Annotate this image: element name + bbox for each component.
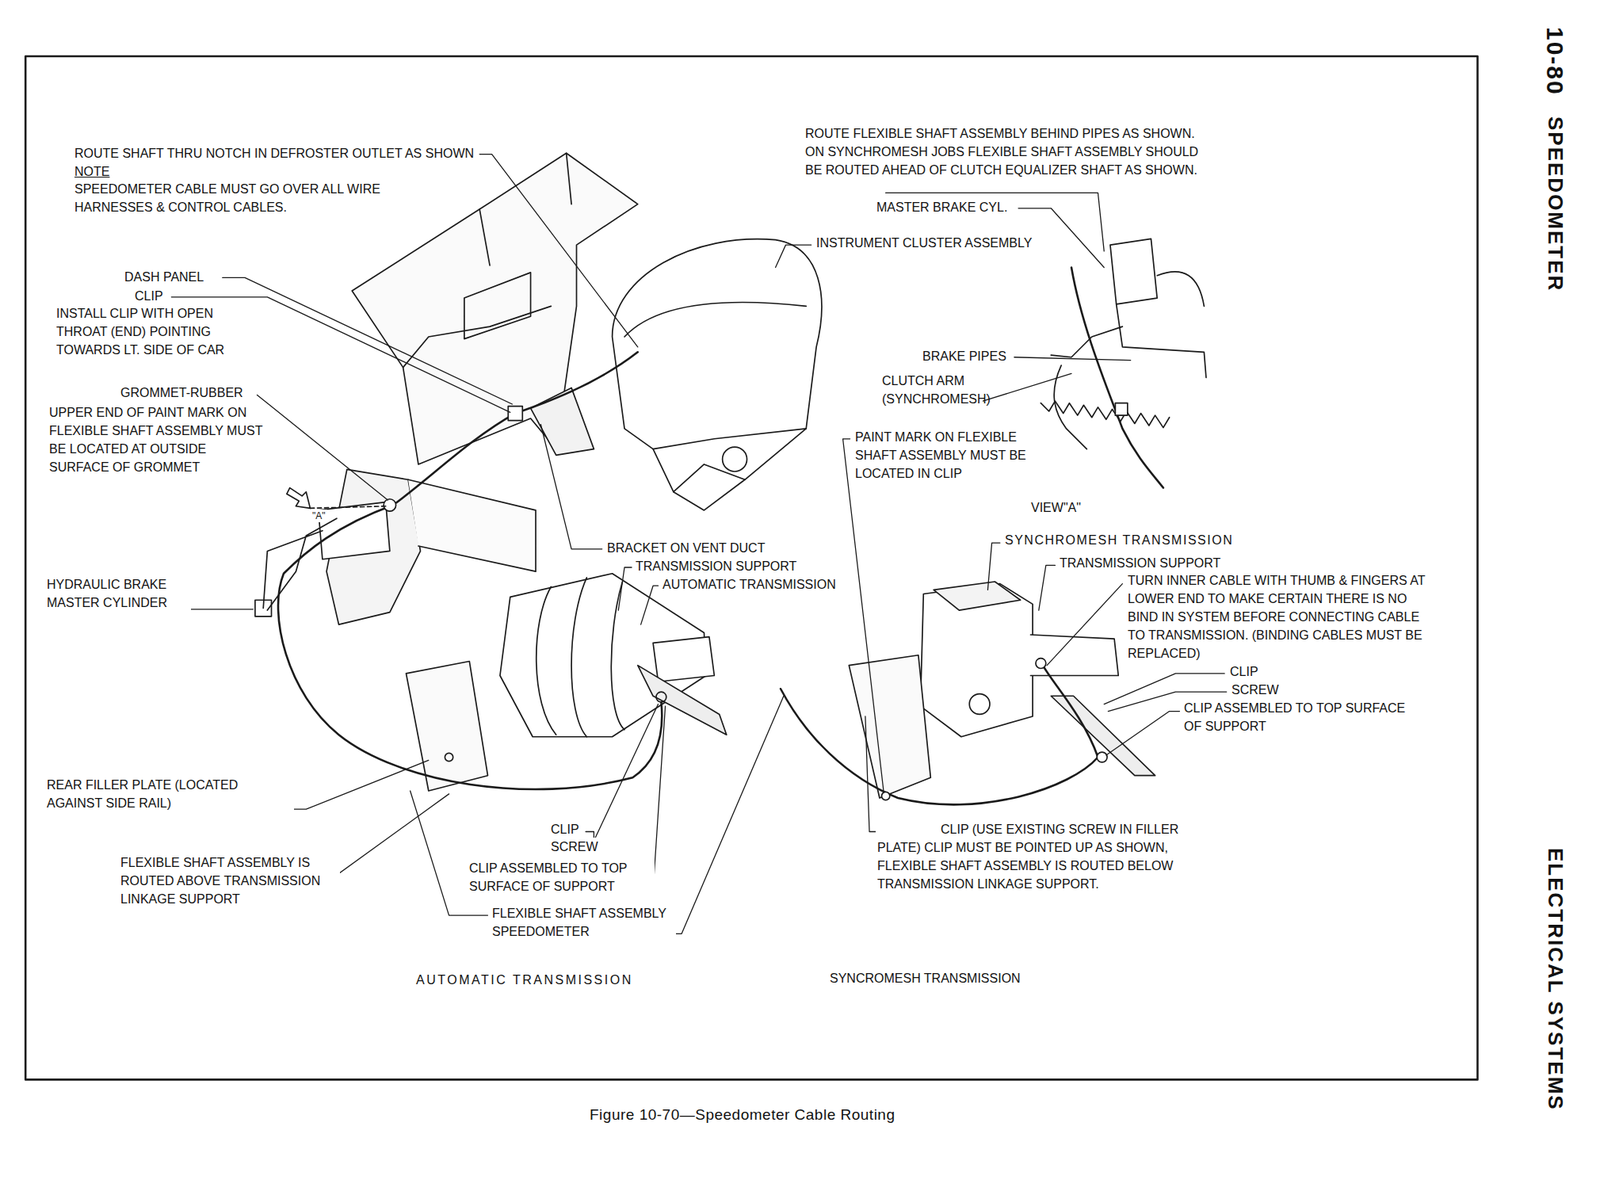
speedometer-cable [780,665,1098,806]
figure-caption: Figure 10-70—Speedometer Cable Routing [589,1105,896,1125]
part-label: BRAKE PIPES [920,347,1009,366]
vent-duct [530,387,595,455]
leader-line [479,154,638,348]
part-label: DASH PANEL [122,267,206,287]
leader-line [410,790,489,916]
filler-clip [882,791,890,800]
view-arrow [286,488,311,509]
dash-clip [507,406,523,421]
install-note: INSTALL CLIP WITH OPEN THROAT (END) POIN… [54,304,245,359]
note-heading: NOTE [72,162,111,181]
leader-line [1106,711,1180,756]
view-title: VIEW"A" [1029,498,1083,517]
page-frame [25,56,1478,1080]
install-note: UPPER END OF PAINT MARK ON FLEXIBLE SHAF… [47,403,265,477]
equalizer-spring [1040,400,1169,428]
leader-line [1014,357,1131,361]
install-note: CLIP (USE EXISTING SCREW IN FILLER PLATE… [875,820,1212,894]
leader-line [618,567,632,611]
master-brake-cylinder [1110,238,1158,304]
leader-line [673,695,784,934]
shift-cover [933,581,1020,611]
part-label: TRANSMISSION SUPPORT [633,557,799,576]
part-label: HYDRAULIC BRAKE MASTER CYLINDER [45,575,191,612]
leader-line [1046,584,1123,666]
part-label: REAR FILLER PLATE (LOCATED AGAINST SIDE … [45,775,295,813]
part-label: BRACKET ON VENT DUCT [605,538,767,558]
rear-filler-plate [405,660,488,791]
transmission-tail [652,637,715,683]
leader-line [256,394,388,501]
leader-line [185,608,253,610]
linkage-support [1050,695,1155,776]
install-note: CLIP ASSEMBLED TO TOP SURFACE OF SUPPORT [1182,698,1428,736]
leader-line [865,716,937,833]
brake-fitting [255,599,272,617]
shift-lever [969,694,990,715]
leader-line [987,542,1000,590]
routing-note: SPEEDOMETER CABLE MUST GO OVER ALL WIRE … [72,179,394,217]
section-header: SPEEDOMETER [1543,114,1568,294]
part-label: CLIP [1228,662,1261,681]
part-label: SYNCHROMESH TRANSMISSION [1003,530,1235,550]
cable-clip [1115,403,1127,416]
part-label: CLIP [133,286,165,306]
brake-pipes-view [1050,271,1207,379]
install-note: PAINT MARK ON FLEXIBLE SHAFT ASSEMBLY MU… [853,427,1055,483]
leader-line [843,439,885,793]
panel-edges [403,152,572,367]
part-label: SCREW [549,837,600,856]
view-title: AUTOMATIC TRANSMISSION [414,970,635,990]
speedometer-cable [1071,267,1164,488]
page-number: 10-80 [1541,25,1570,98]
leader-line [641,585,659,625]
leader-line [979,373,1072,402]
section-header: ELECTRICAL SYSTEMS [1543,846,1568,1113]
cluster-fitting [722,446,748,472]
view-marker: "A" [310,509,328,523]
view-line [309,506,386,509]
synchromesh-filler-plate [848,655,931,799]
part-label: AUTOMATIC TRANSMISSION [660,575,838,594]
install-note: CLIP ASSEMBLED TO TOP SURFACE OF SUPPORT [467,859,655,896]
side-rail [408,479,536,572]
part-label: FLEXIBLE SHAFT ASSEMBLY SPEEDOMETER [490,904,676,941]
brake-pipes [263,518,337,611]
leader-line [1038,565,1056,611]
part-label: CLUTCH ARM (SYNCHROMESH) [880,371,983,409]
part-label: SCREW [1229,680,1281,699]
leader-line [540,424,602,550]
routing-note: ROUTE FLEXIBLE SHAFT ASSEMBLY BEHIND PIP… [803,124,1211,180]
support-clip [656,691,667,703]
instrument-cluster [612,239,822,511]
speedometer-cable [278,351,662,790]
routing-note: ROUTE SHAFT THRU NOTCH IN DEFROSTER OUTL… [72,144,476,163]
cluster-detail [624,302,806,493]
transmission-support [637,665,727,736]
transmission-ribs [536,577,625,737]
cable-fitting [1035,658,1047,669]
part-label: TRANSMISSION SUPPORT [1057,553,1222,573]
filler-screw [444,752,453,761]
support-clip [1096,752,1108,763]
part-label: MASTER BRAKE CYL. [874,198,1009,217]
grommet [383,499,396,512]
dash-panel [351,152,638,465]
part-label: INSTRUMENT CLUSTER ASSEMBLY [814,233,1034,253]
view-title: SYNCROMESH TRANSMISSION [828,969,1023,988]
part-label: GROMMET-RUBBER [118,383,245,402]
leader-line [585,704,658,851]
part-label: CLIP [549,820,581,839]
leader-line [775,244,812,268]
install-note: TURN INNER CABLE WITH THUMB & FINGERS AT… [1126,571,1440,663]
routing-note: FLEXIBLE SHAFT ASSEMBLY IS ROUTED ABOVE … [118,853,340,909]
synchromesh-tail [1031,634,1119,676]
leader-line [287,759,429,810]
